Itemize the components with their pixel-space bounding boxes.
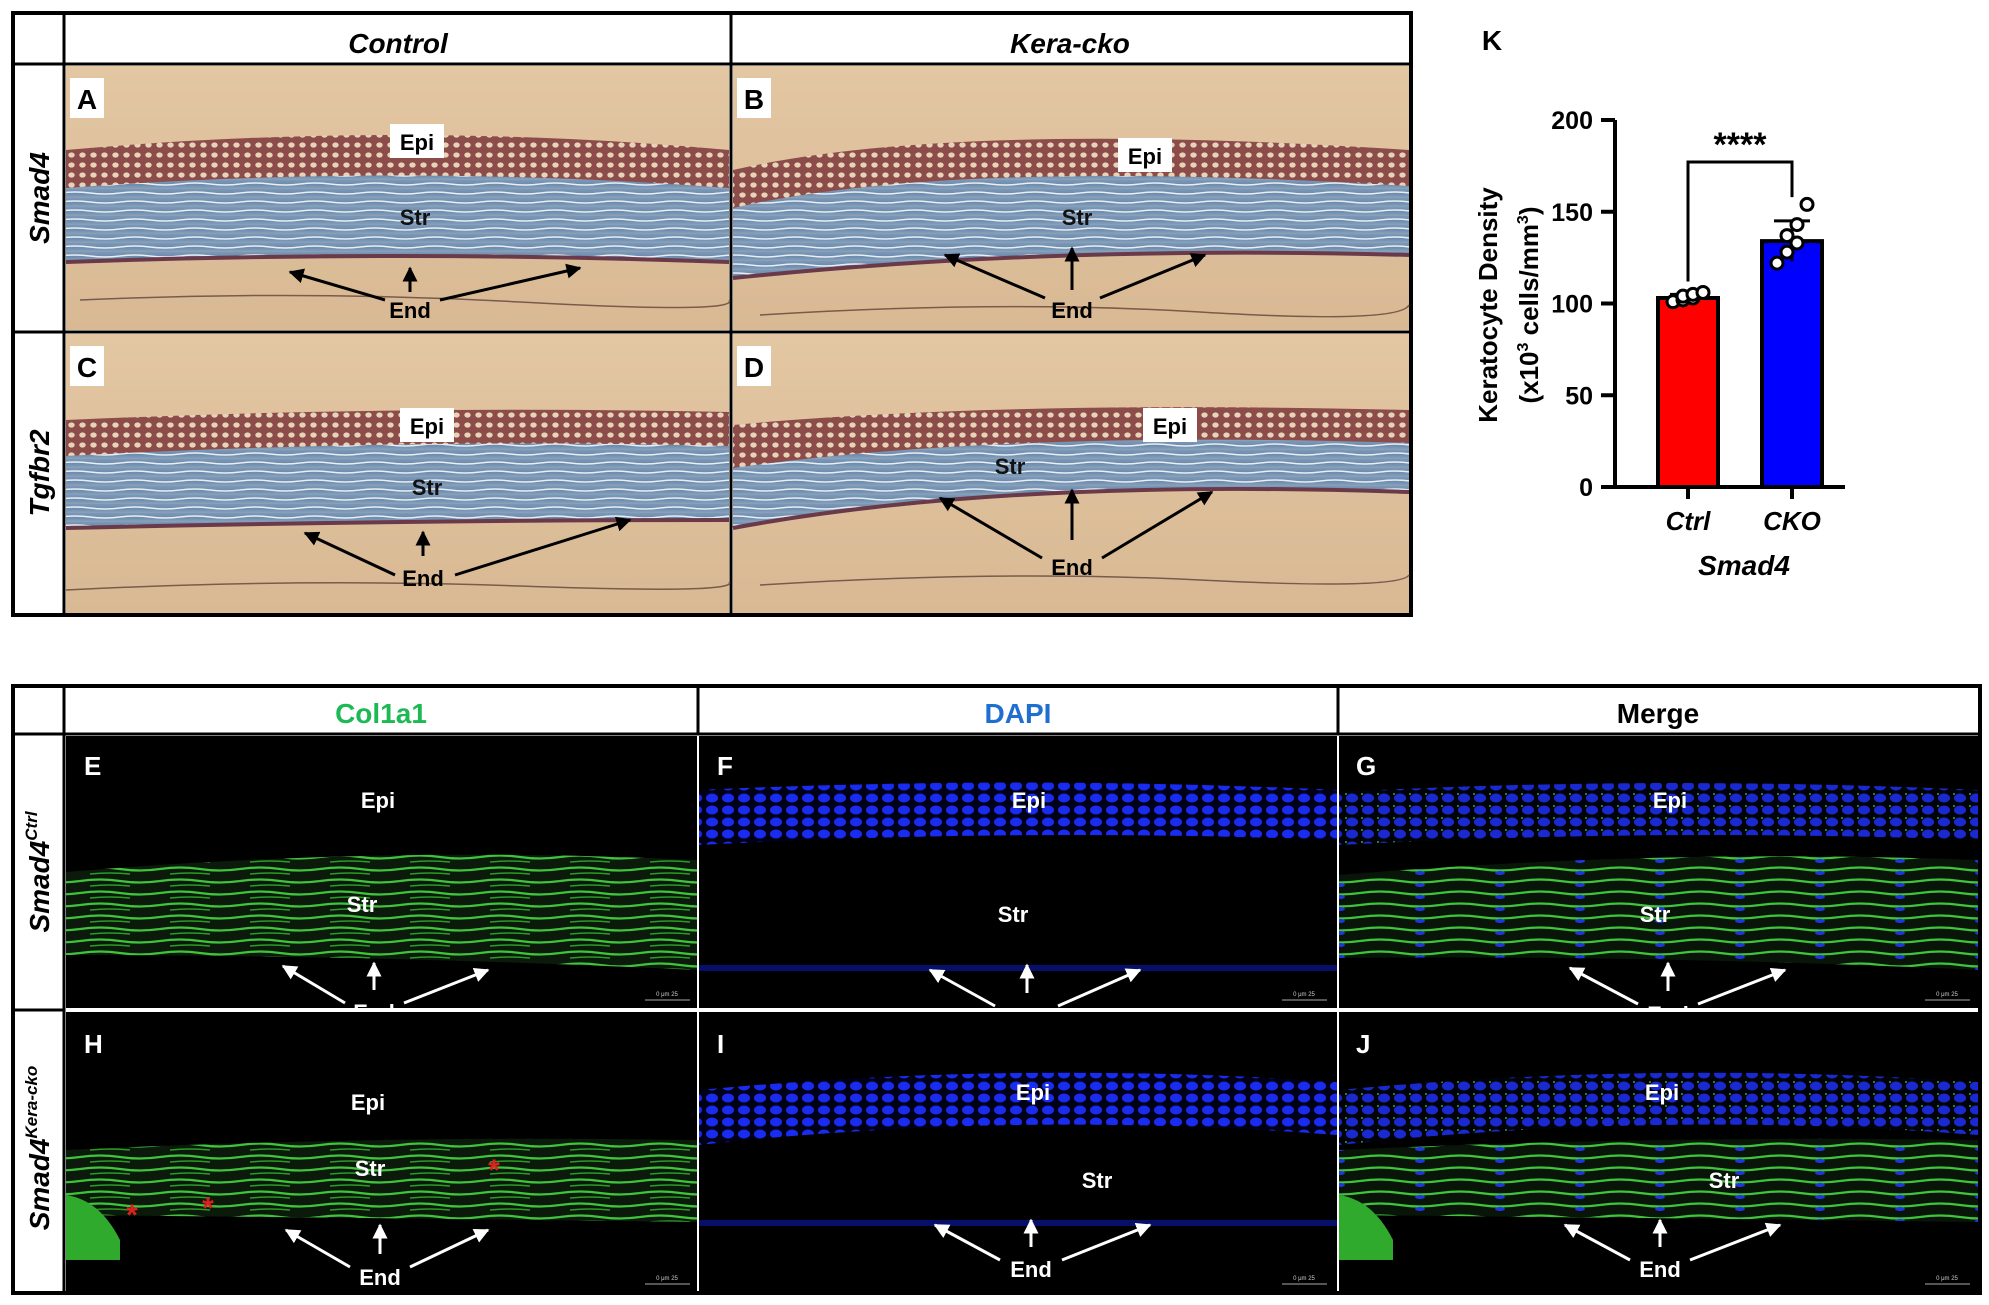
label-epi-f: Epi — [1012, 788, 1046, 813]
label-str-a: Str — [400, 205, 431, 230]
row-header-smad4-kera-cko: Smad4Kera-cko — [22, 1066, 55, 1231]
scale-bar-g: 0 μm 25 — [1936, 992, 1958, 998]
panel-letter-c: C — [77, 352, 97, 383]
label-epi-b: Epi — [1128, 144, 1162, 169]
panel-g: G Epi Str End 0 μm 25 — [1339, 736, 1978, 1027]
panel-letter-k: K — [1482, 25, 1502, 56]
keratocyte-density-chart: K Keratocyte Density (x103 cells/mm3) 0 5… — [1473, 25, 1845, 581]
label-epi-h: Epi — [351, 1090, 385, 1115]
y-tick-label-0: 0 — [1579, 474, 1593, 502]
panel-c: C Epi Str End — [65, 334, 731, 613]
label-str-e: Str — [347, 892, 378, 917]
label-epi-d: Epi — [1153, 414, 1187, 439]
x-tick-label-cko: CKO — [1763, 506, 1821, 536]
column-header-kera-cko: Kera-cko — [1010, 28, 1130, 59]
row-header-smad4: Smad4 — [24, 152, 55, 244]
label-end-a: End — [389, 298, 431, 323]
panel-letter-b: B — [744, 84, 764, 115]
label-str-i: Str — [1082, 1168, 1113, 1193]
column-header-dapi: DAPI — [985, 698, 1052, 729]
bar-cko — [1760, 239, 1824, 489]
y-tick-label-4: 200 — [1551, 107, 1593, 135]
data-point — [1769, 255, 1785, 271]
scale-bar-i: 0 μm 25 — [1293, 1276, 1315, 1282]
asterisk-1: * — [126, 1199, 138, 1232]
data-point — [1789, 235, 1805, 251]
column-header-merge: Merge — [1617, 698, 1699, 729]
panel-e: E Epi Str End 0 μm 25 — [66, 736, 697, 1025]
data-point — [1695, 284, 1711, 300]
panel-b: B Epi Str End — [732, 66, 1410, 330]
label-end-d: End — [1051, 555, 1093, 580]
panel-j: J Epi Str End 0 μm 25 — [1339, 1012, 1978, 1291]
label-str-b: Str — [1062, 205, 1093, 230]
panel-a: A Epi Str End — [65, 66, 731, 330]
panel-h: H Epi Str * * * End 0 μm 25 — [66, 1012, 697, 1291]
label-end-i: End — [1010, 1257, 1052, 1282]
x-tick-label-ctrl: Ctrl — [1666, 506, 1712, 536]
label-epi-g: Epi — [1653, 788, 1687, 813]
panel-letter-f: F — [717, 751, 733, 781]
data-point — [1779, 244, 1795, 260]
y-tick-label-1: 50 — [1565, 382, 1593, 410]
y-axis-label-line2: (x103 cells/mm3) — [1514, 206, 1544, 403]
label-end-j: End — [1639, 1257, 1681, 1282]
significance-bracket — [1686, 160, 1794, 282]
label-epi-i: Epi — [1016, 1080, 1050, 1105]
panel-letter-h: H — [84, 1029, 103, 1059]
label-epi-e: Epi — [361, 788, 395, 813]
row-header-tgfbr2: Tgfbr2 — [24, 429, 55, 517]
x-group-label: Smad4 — [1698, 550, 1790, 581]
label-str-d: Str — [995, 454, 1026, 479]
label-end-h: End — [359, 1265, 401, 1290]
label-end-b: End — [1051, 298, 1093, 323]
label-str-c: Str — [412, 475, 443, 500]
bar-ctrl — [1656, 295, 1720, 489]
panel-d: D Epi Str End — [732, 334, 1410, 613]
label-str-h: Str — [355, 1156, 386, 1181]
panel-letter-i: I — [717, 1029, 724, 1059]
scale-bar-f: 0 μm 25 — [1293, 992, 1315, 998]
panel-letter-g: G — [1356, 751, 1376, 781]
row-header-smad4-ctrl: Smad4Ctrl — [22, 810, 55, 932]
y-axis-label-line1: Keratocyte Density — [1473, 187, 1503, 423]
label-str-g: Str — [1640, 902, 1671, 927]
label-epi-c: Epi — [410, 414, 444, 439]
asterisk-2: * — [202, 1192, 214, 1225]
data-point — [1789, 217, 1805, 233]
panel-f: F Epi Str End 0 μm 25 — [699, 736, 1337, 1029]
y-tick-label-2: 100 — [1551, 291, 1593, 319]
scale-bar-h: 0 μm 25 — [656, 1276, 678, 1282]
label-end-c: End — [402, 566, 444, 591]
asterisk-3: * — [488, 1154, 500, 1187]
label-str-f: Str — [998, 902, 1029, 927]
significance-stars: **** — [1714, 126, 1768, 164]
data-point — [1799, 196, 1815, 212]
panel-i: I Epi Str End 0 μm 25 — [699, 1012, 1337, 1291]
scale-bar-j: 0 μm 25 — [1936, 1276, 1958, 1282]
data-point — [1779, 228, 1795, 244]
column-header-control: Control — [348, 28, 449, 59]
panel-letter-e: E — [84, 751, 101, 781]
column-header-col1a1: Col1a1 — [335, 698, 427, 729]
label-epi-j: Epi — [1645, 1080, 1679, 1105]
panel-letter-d: D — [744, 352, 764, 383]
label-epi-a: Epi — [400, 130, 434, 155]
scale-bar-e: 0 μm 25 — [656, 992, 678, 998]
panel-letter-j: J — [1356, 1029, 1370, 1059]
y-tick-label-3: 150 — [1551, 199, 1593, 227]
label-str-j: Str — [1709, 1168, 1740, 1193]
panel-letter-a: A — [77, 84, 97, 115]
